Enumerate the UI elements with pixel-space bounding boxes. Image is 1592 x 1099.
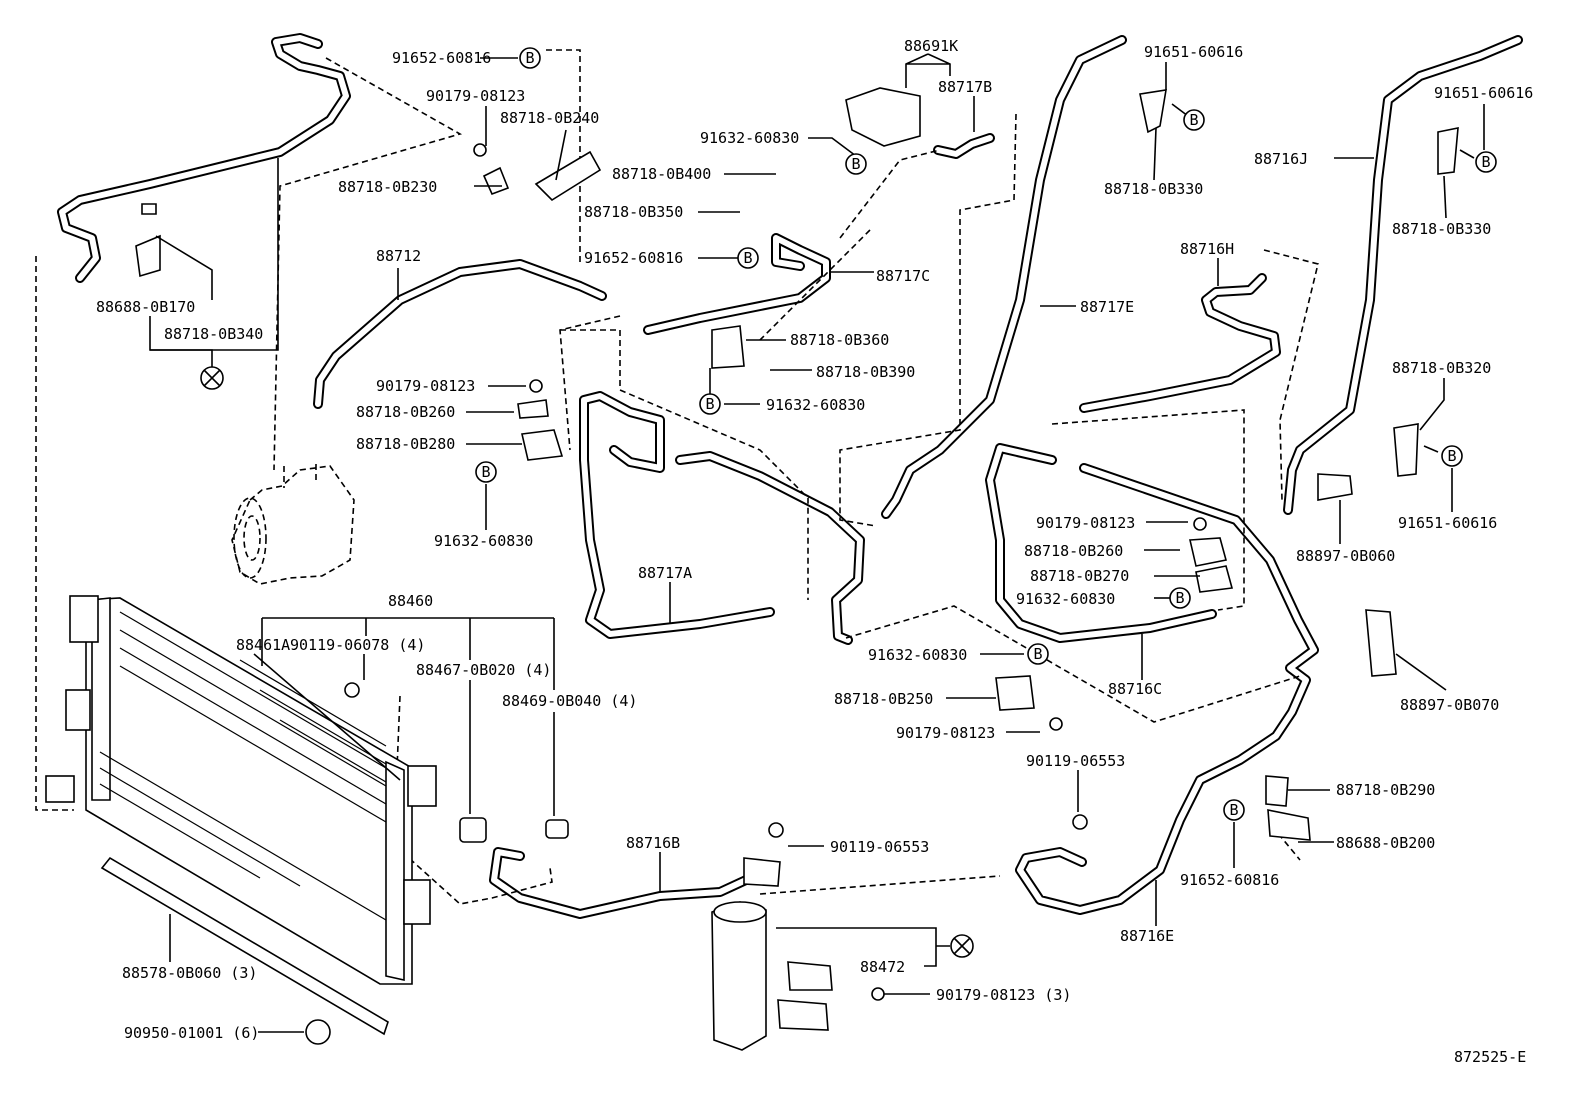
part-label: 88716E	[1120, 927, 1174, 945]
part-label: 88718-0B320	[1392, 359, 1491, 377]
diagram-id: 872525-E	[1454, 1048, 1526, 1066]
b-marker: B	[1169, 587, 1191, 609]
svg-text:B: B	[1447, 447, 1456, 465]
part-label: 88718-0B340	[164, 325, 263, 343]
svg-text:B: B	[743, 249, 752, 267]
part-label: 88716C	[1108, 680, 1162, 698]
part-label: 88718-0B260	[356, 403, 455, 421]
part-label: 88718-0B290	[1336, 781, 1435, 799]
svg-text:B: B	[1175, 589, 1184, 607]
part-label: 91651-60616	[1434, 84, 1533, 102]
svg-text:B: B	[1229, 801, 1238, 819]
part-label: 90119-06553	[1026, 752, 1125, 770]
b-marker: B	[519, 47, 541, 69]
part-label: 90179-08123	[426, 87, 525, 105]
part-label: 88718-0B260	[1024, 542, 1123, 560]
part-label: 88718-0B280	[356, 435, 455, 453]
part-label: 88716B	[626, 834, 680, 852]
b-marker: B	[1183, 109, 1205, 131]
part-label: 88718-0B250	[834, 690, 933, 708]
part-label: 88716H	[1180, 240, 1234, 258]
part-label: 88712	[376, 247, 421, 265]
part-label: 88717C	[876, 267, 930, 285]
dashed-lines	[35, 49, 1319, 905]
x-marker-icon	[200, 366, 224, 390]
part-label: 88718-0B400	[612, 165, 711, 183]
part-label: 88718-0B240	[500, 109, 599, 127]
b-marker: B	[1441, 445, 1463, 467]
part-label: 88718-0B350	[584, 203, 683, 221]
part-label: 88688-0B170	[96, 298, 195, 316]
svg-text:B: B	[705, 395, 714, 413]
condenser-drawing	[45, 595, 437, 985]
small-parts	[135, 87, 1459, 1045]
part-labels: 91652-60816 90179-08123 88718-0B240 8871…	[96, 37, 1533, 1066]
b-marker: B	[1027, 643, 1049, 665]
part-label: 90179-08123	[1036, 514, 1135, 532]
part-label: 88897-0B070	[1400, 696, 1499, 714]
part-label: 88578-0B060 (3)	[122, 964, 257, 982]
b-markers: B B B B B B B B B B B	[475, 47, 1497, 821]
leader-lines	[149, 53, 1485, 1033]
svg-text:B: B	[1189, 111, 1198, 129]
part-label: 91632-60830	[868, 646, 967, 664]
part-label: 88461A	[236, 636, 290, 654]
x-markers	[200, 366, 974, 958]
part-label: 90179-08123	[896, 724, 995, 742]
svg-text:B: B	[525, 49, 534, 67]
part-label: 88718-0B270	[1030, 567, 1129, 585]
part-label: 90119-06553	[830, 838, 929, 856]
part-label: 88691K	[904, 37, 958, 55]
part-label: 91651-60616	[1398, 514, 1497, 532]
part-label: 88717E	[1080, 298, 1134, 316]
part-label: 88718-0B330	[1392, 220, 1491, 238]
part-label: 91632-60830	[700, 129, 799, 147]
part-label: 88717B	[938, 78, 992, 96]
part-label: 91632-60830	[434, 532, 533, 550]
seal-strip	[100, 856, 389, 1036]
b-marker: B	[699, 393, 721, 415]
part-label: 91632-60830	[1016, 590, 1115, 608]
part-label: 90179-08123 (3)	[936, 986, 1071, 1004]
svg-text:B: B	[481, 463, 490, 481]
x-marker-icon	[950, 934, 974, 958]
part-label: 88718-0B360	[790, 331, 889, 349]
part-label: 88460	[388, 592, 433, 610]
b-marker: B	[475, 461, 497, 483]
receiver-drier	[711, 857, 833, 1051]
part-label: 88716J	[1254, 150, 1308, 168]
part-label: 88897-0B060	[1296, 547, 1395, 565]
b-marker: B	[1475, 151, 1497, 173]
tubes	[57, 33, 1523, 919]
b-marker: B	[1223, 799, 1245, 821]
part-label: 91651-60616	[1144, 43, 1243, 61]
part-label: 90119-06078 (4)	[290, 636, 425, 654]
part-label: 91652-60816	[584, 249, 683, 267]
part-label: 88467-0B020 (4)	[416, 661, 551, 679]
svg-text:B: B	[1481, 153, 1490, 171]
part-label: 88717A	[638, 564, 692, 582]
part-label: 88472	[860, 958, 905, 976]
part-label: 88718-0B230	[338, 178, 437, 196]
part-label: 91632-60830	[766, 396, 865, 414]
part-label: 90179-08123	[376, 377, 475, 395]
part-label: 88718-0B390	[816, 363, 915, 381]
svg-text:B: B	[1033, 645, 1042, 663]
part-label: 88469-0B040 (4)	[502, 692, 637, 710]
b-marker: B	[737, 247, 759, 269]
compressor-drawing	[231, 464, 355, 585]
b-marker: B	[845, 153, 867, 175]
part-label: 91652-60816	[392, 49, 491, 67]
part-label: 91652-60816	[1180, 871, 1279, 889]
svg-text:B: B	[851, 155, 860, 173]
part-label: 90950-01001 (6)	[124, 1024, 259, 1042]
part-label: 88718-0B330	[1104, 180, 1203, 198]
part-label: 88688-0B200	[1336, 834, 1435, 852]
